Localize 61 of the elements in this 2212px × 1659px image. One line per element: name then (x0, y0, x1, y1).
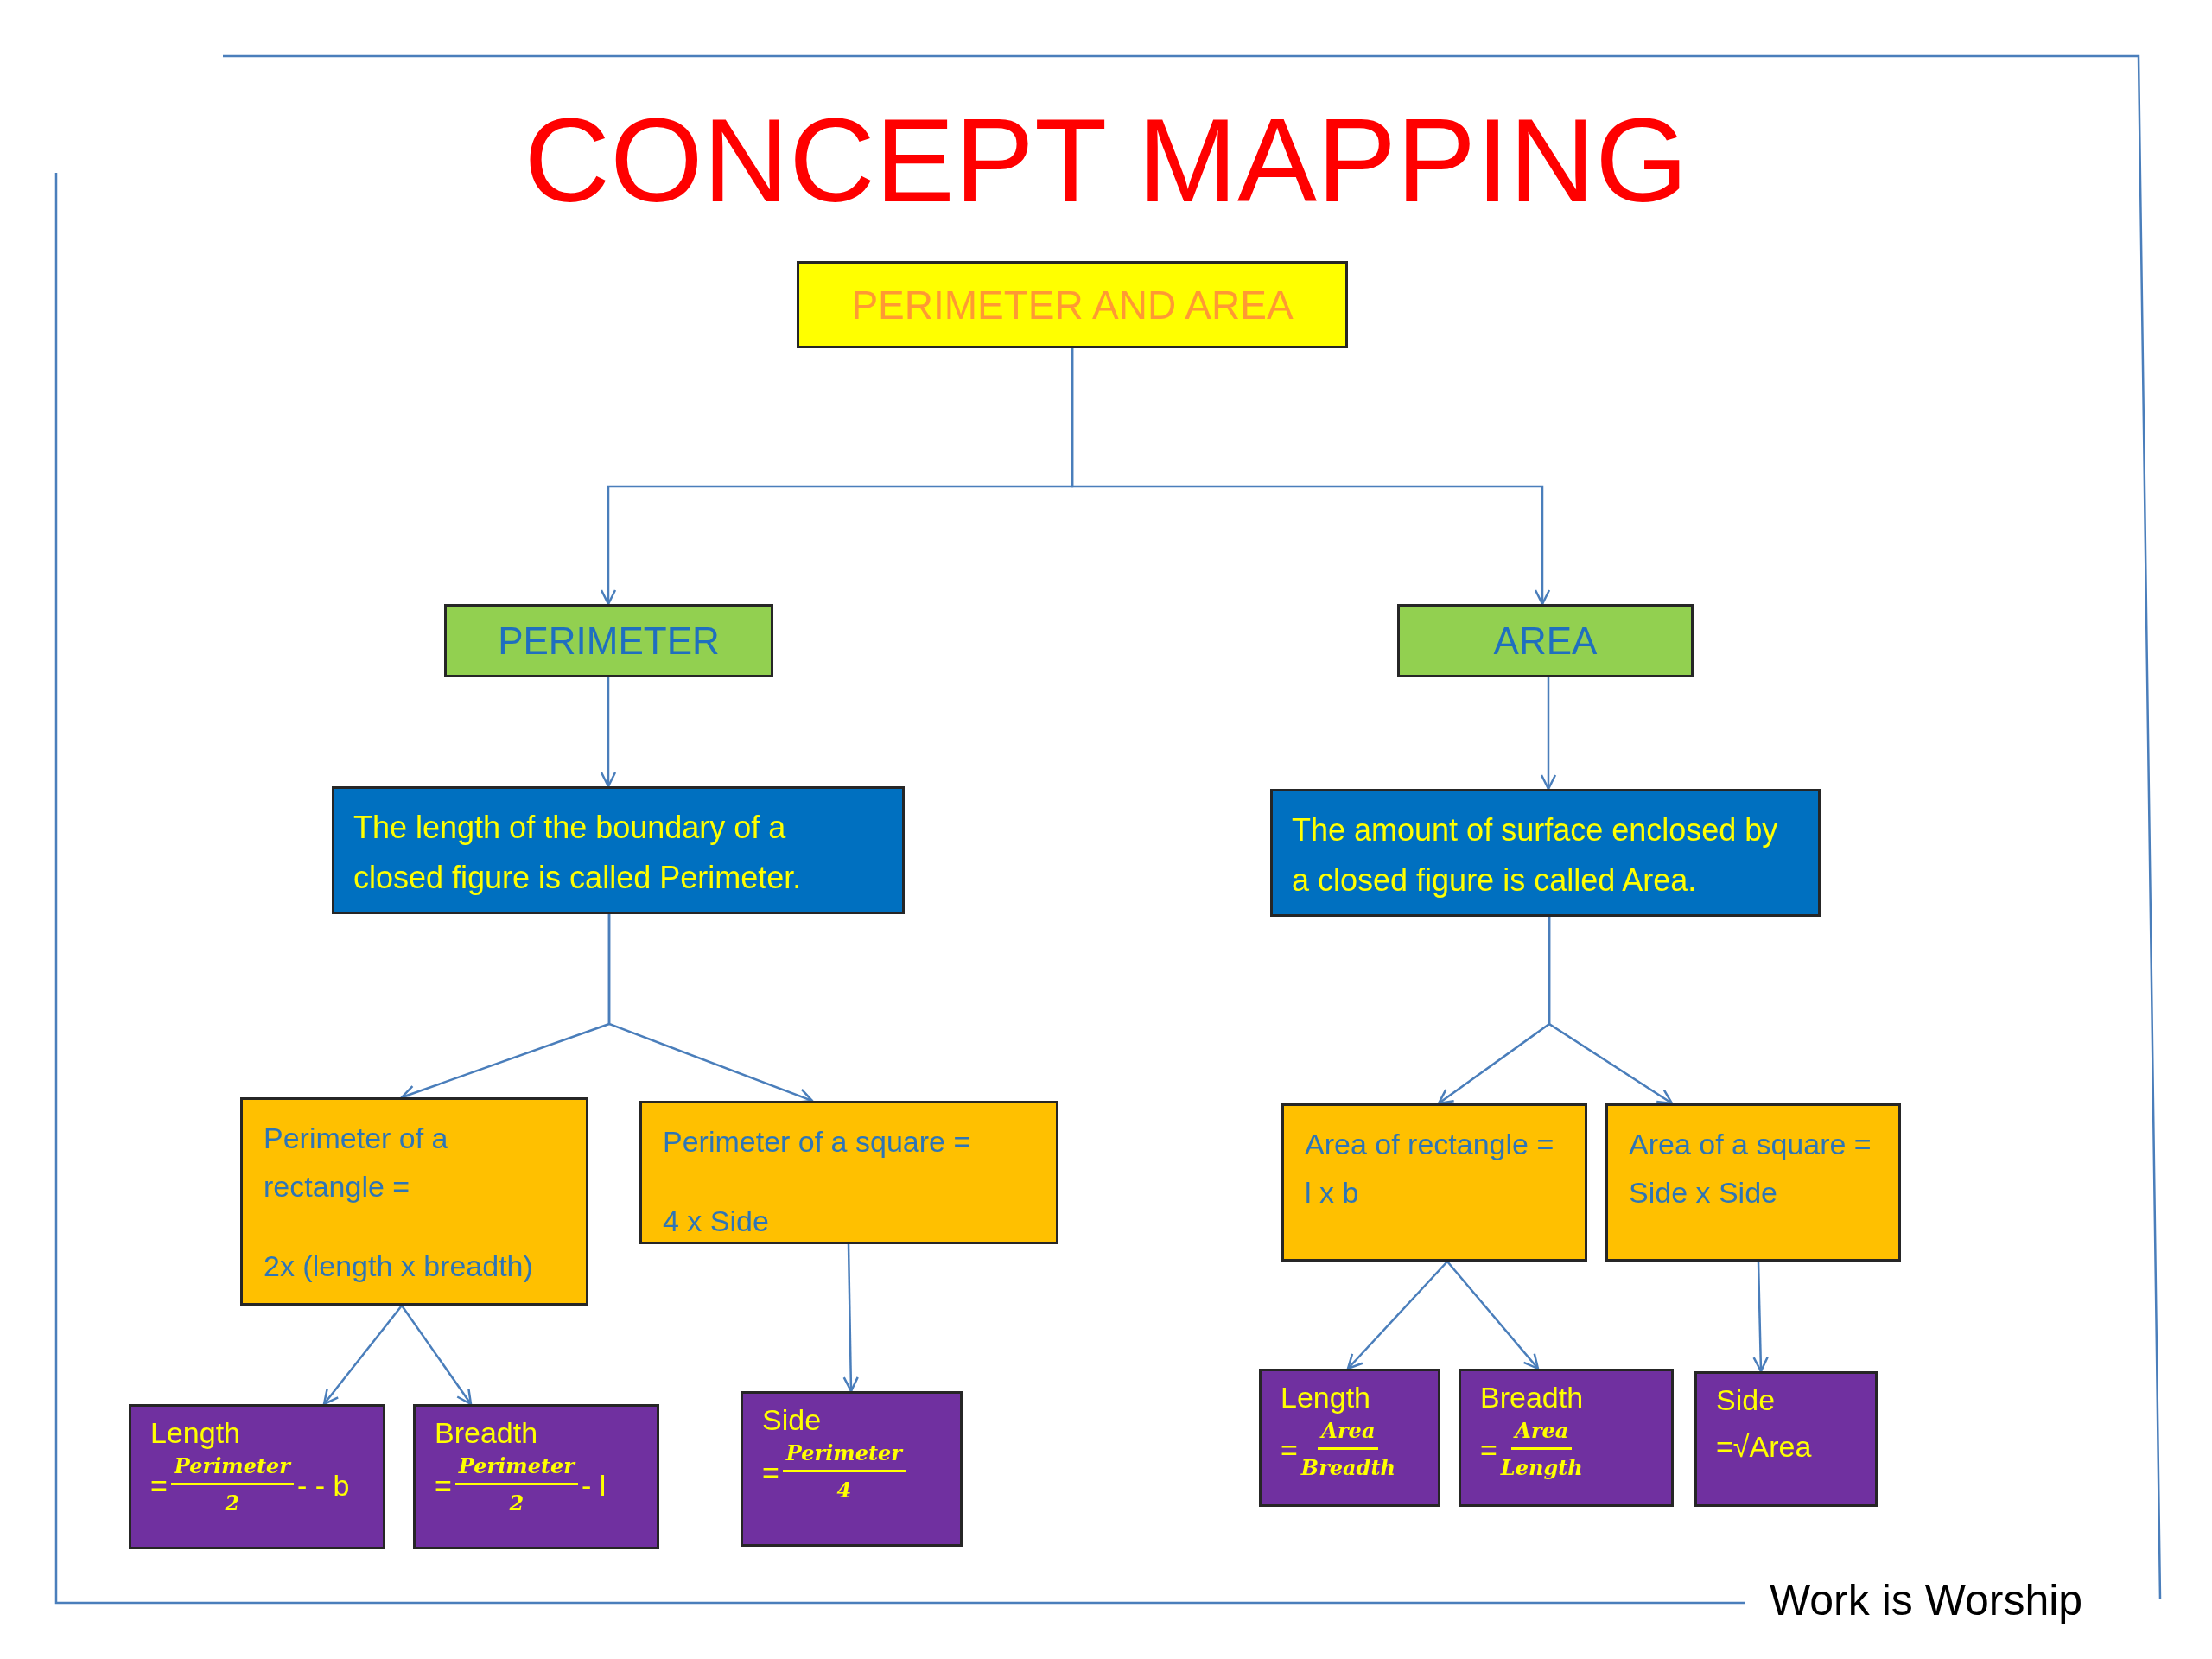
quantity-name: Side (762, 1402, 823, 1437)
formula-box (741, 1391, 963, 1547)
formula-text: =√Area (1716, 1429, 1813, 1464)
formula-box (1694, 1371, 1878, 1507)
quantity-name: Breadth (1480, 1380, 1585, 1414)
node-label: AREA (1493, 619, 1598, 663)
diagram-title: CONCEPT MAPPING (523, 92, 1689, 228)
definition-box (332, 786, 905, 914)
formula-box (1281, 1103, 1587, 1262)
quantity-name: Breadth (435, 1415, 539, 1450)
arrow (1446, 1261, 1540, 1370)
quantity-name: Side (1716, 1382, 1777, 1417)
equals-sign: = (150, 1470, 168, 1500)
fraction-numerator: Area (1318, 1416, 1379, 1450)
equals-sign: = (762, 1457, 779, 1487)
arrow (322, 1305, 403, 1406)
formula-text: 4 x Side (663, 1204, 770, 1239)
fraction-denominator: 2 (225, 1490, 240, 1517)
fraction-denominator: Length (1500, 1454, 1583, 1482)
equals-sign: = (435, 1470, 452, 1500)
arrow (842, 1243, 859, 1393)
formula-box (1605, 1103, 1901, 1262)
formula-box (1459, 1369, 1674, 1507)
quantity-name: Length (150, 1415, 241, 1450)
formula-box (240, 1097, 588, 1306)
fraction-numerator: Area (1511, 1416, 1573, 1450)
arrow (1540, 677, 1557, 791)
node-label: PERIMETER (498, 619, 720, 663)
quantity-name: Length (1281, 1380, 1371, 1414)
formula-box (1259, 1369, 1440, 1507)
formula-suffix: - - b (296, 1470, 350, 1500)
category-box (1397, 604, 1694, 677)
formula-text: Area of a square = Side x Side (1629, 1127, 1872, 1211)
topic-box (797, 261, 1348, 348)
definition-text: The amount of surface enclosed by a closed figure is called Area. (1292, 811, 1779, 899)
equals-sign: = (1281, 1434, 1298, 1465)
fraction-denominator: 4 (836, 1477, 852, 1504)
arrow (1071, 348, 1551, 606)
node-label: PERIMETER AND AREA (851, 281, 1294, 328)
arrow (1346, 1261, 1448, 1370)
formula-text: Perimeter of a square = (663, 1124, 972, 1160)
arrow (400, 1305, 473, 1406)
formula-text: Perimeter of a rectangle = (264, 1121, 449, 1205)
fraction-numerator: Perimeter (170, 1452, 294, 1485)
arrow (600, 677, 617, 788)
equals-sign: = (1480, 1434, 1497, 1465)
arrow (1548, 917, 1674, 1105)
definition-text: The length of the boundary of a closed figure is called Perimeter. (353, 809, 803, 897)
formula-box (413, 1404, 659, 1549)
formula-text: 2x (length x breadth) (264, 1249, 534, 1284)
definition-box (1270, 789, 1821, 917)
fraction-denominator: 2 (509, 1490, 524, 1517)
fraction-numerator: Perimeter (454, 1452, 578, 1485)
formula-text: Area of rectangle = l x b (1305, 1127, 1555, 1211)
category-box (444, 604, 773, 677)
formula-box (639, 1101, 1058, 1244)
fraction-numerator: Perimeter (782, 1439, 906, 1472)
fraction-denominator: Breadth (1300, 1454, 1395, 1482)
formula-box (129, 1404, 385, 1549)
formula-suffix: - l (581, 1470, 607, 1500)
arrow (1752, 1261, 1769, 1373)
